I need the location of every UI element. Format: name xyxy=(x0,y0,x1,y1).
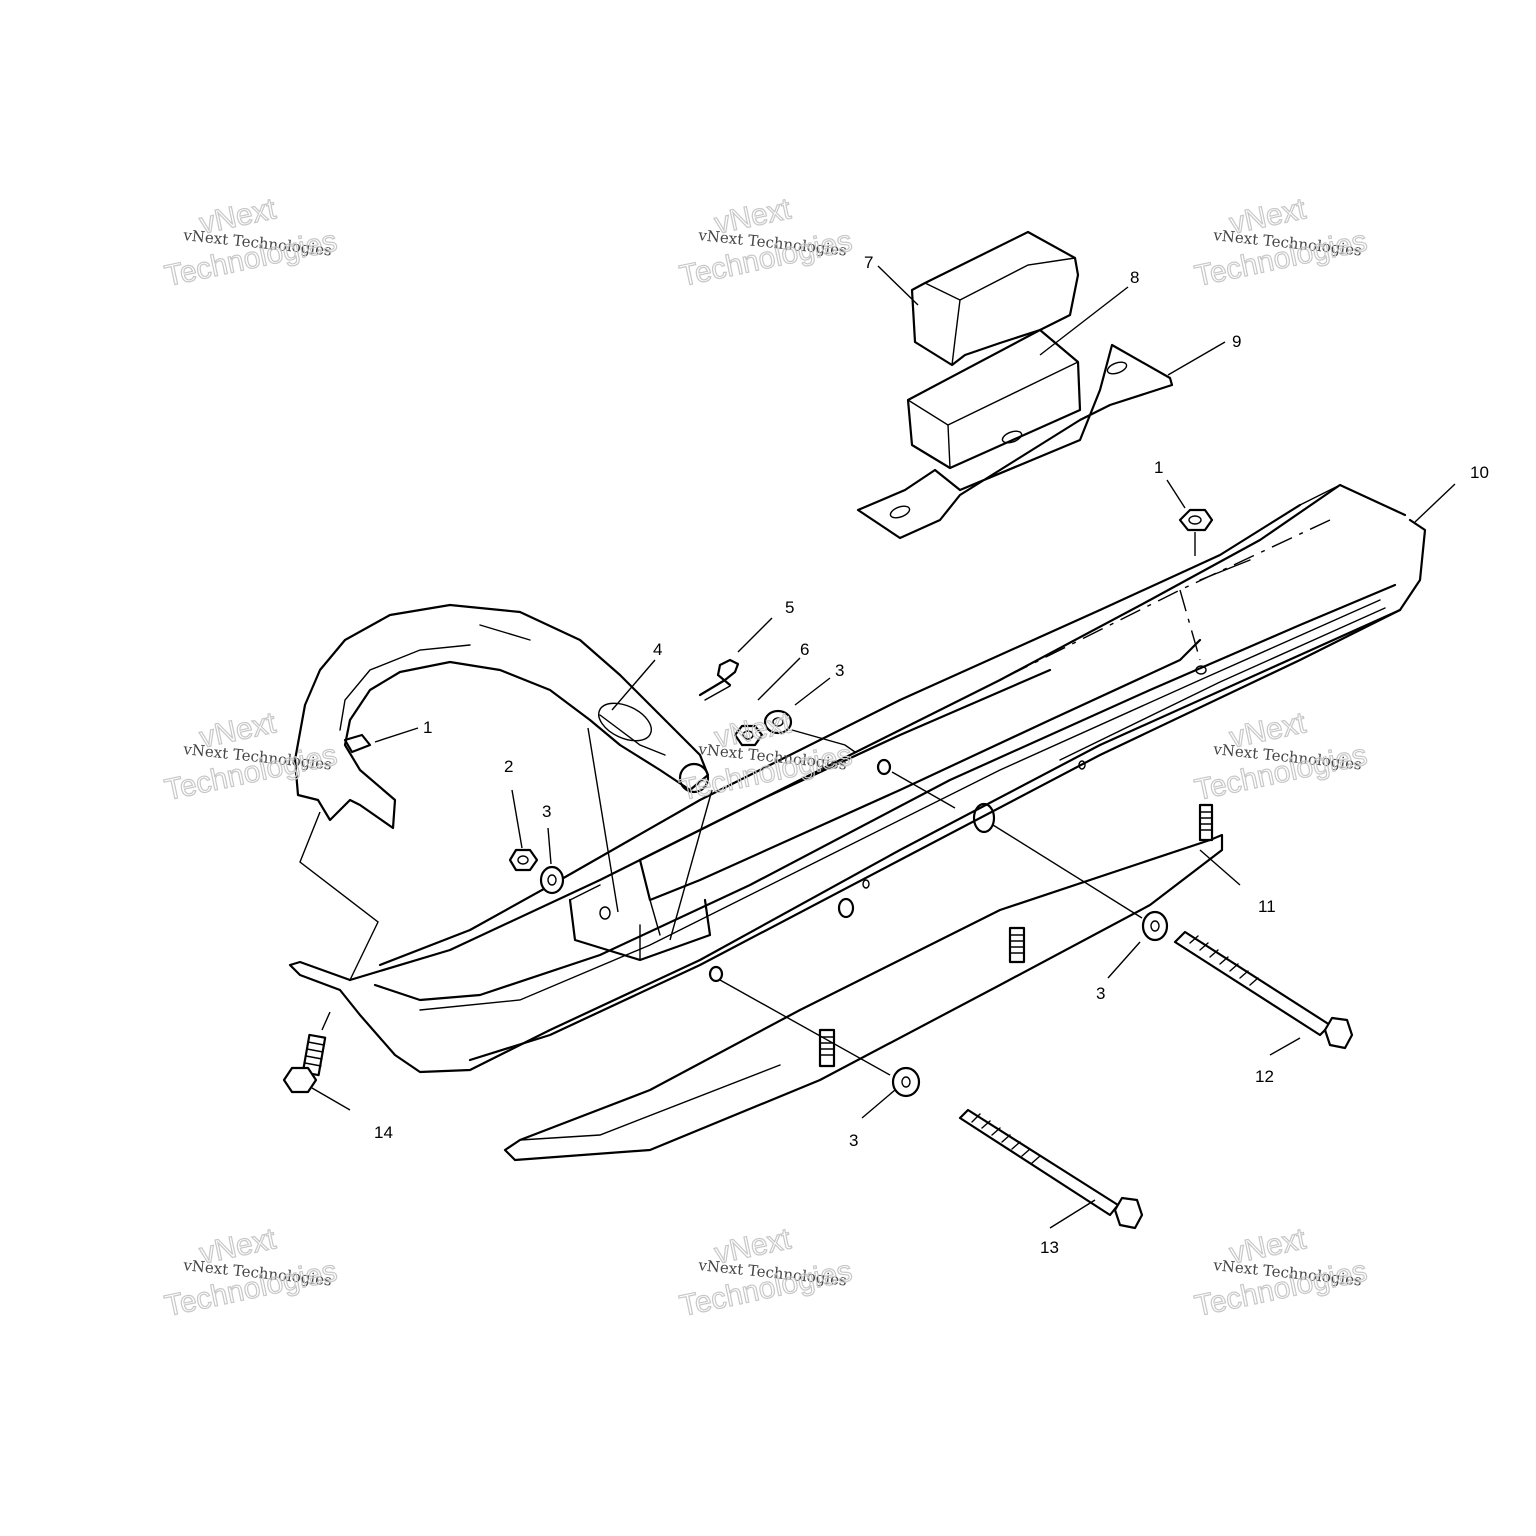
callout-13: 13 xyxy=(1040,1238,1059,1257)
watermark-1: vNext vNext Technologies Technologies xyxy=(161,192,340,294)
callout-3-upper: 3 xyxy=(835,661,844,680)
callout-10: 10 xyxy=(1470,463,1489,482)
bolt-long-right xyxy=(1173,930,1354,1050)
watermark-7: vNext vNext Technologies Technologies xyxy=(161,1222,340,1324)
wear-bar-runner xyxy=(503,803,1224,1162)
callout-12: 12 xyxy=(1255,1067,1274,1086)
washer-left xyxy=(539,865,565,895)
watermark-6: vNext vNext Technologies Technologies xyxy=(1191,706,1370,808)
callout-8: 8 xyxy=(1130,268,1139,287)
callout-11: 11 xyxy=(1258,897,1276,916)
flange-bolt xyxy=(282,1033,327,1094)
washer-upper xyxy=(763,709,793,735)
callout-3-bottom: 3 xyxy=(849,1131,858,1150)
callout-3-right: 3 xyxy=(1096,984,1105,1003)
ski-spindle-plate xyxy=(856,343,1174,540)
watermark-8: vNext vNext Technologies Technologies xyxy=(676,1222,855,1324)
watermark-5: vNext vNext Technologies Technologies xyxy=(676,706,855,808)
callout-1-left: 1 xyxy=(423,718,432,737)
callout-1-top: 1 xyxy=(1154,458,1163,477)
ski-loop-handle xyxy=(293,603,710,830)
watermark-2: vNext vNext Technologies Technologies xyxy=(676,192,855,294)
callout-7: 7 xyxy=(864,253,873,272)
callout-9: 9 xyxy=(1232,332,1241,351)
callout-2: 2 xyxy=(504,757,513,776)
watermark-9: vNext vNext Technologies Technologies xyxy=(1191,1222,1370,1324)
callout-5: 5 xyxy=(785,598,794,617)
callout-6: 6 xyxy=(800,640,809,659)
watermark-3: vNext vNext Technologies Technologies xyxy=(1191,192,1370,294)
cotter-pin xyxy=(698,658,740,701)
callout-4: 4 xyxy=(653,640,662,659)
callout-3-left: 3 xyxy=(542,802,551,821)
callout-14: 14 xyxy=(374,1123,393,1142)
hex-nut xyxy=(508,848,539,872)
bolt-long-bottom xyxy=(958,1108,1144,1230)
washer-right xyxy=(1141,910,1169,942)
ski-body xyxy=(288,483,1427,1074)
castle-nut xyxy=(733,724,764,747)
callout-numbers: 7 8 9 10 1 5 4 6 3 1 2 3 11 3 12 14 3 13 xyxy=(374,253,1489,1257)
lock-nut-top xyxy=(1178,508,1214,532)
washer-bottom xyxy=(891,1066,921,1098)
leader-lines xyxy=(299,265,1456,1229)
ski-saddle-pad xyxy=(910,230,1080,367)
ski-saddle-bracket xyxy=(906,328,1082,470)
